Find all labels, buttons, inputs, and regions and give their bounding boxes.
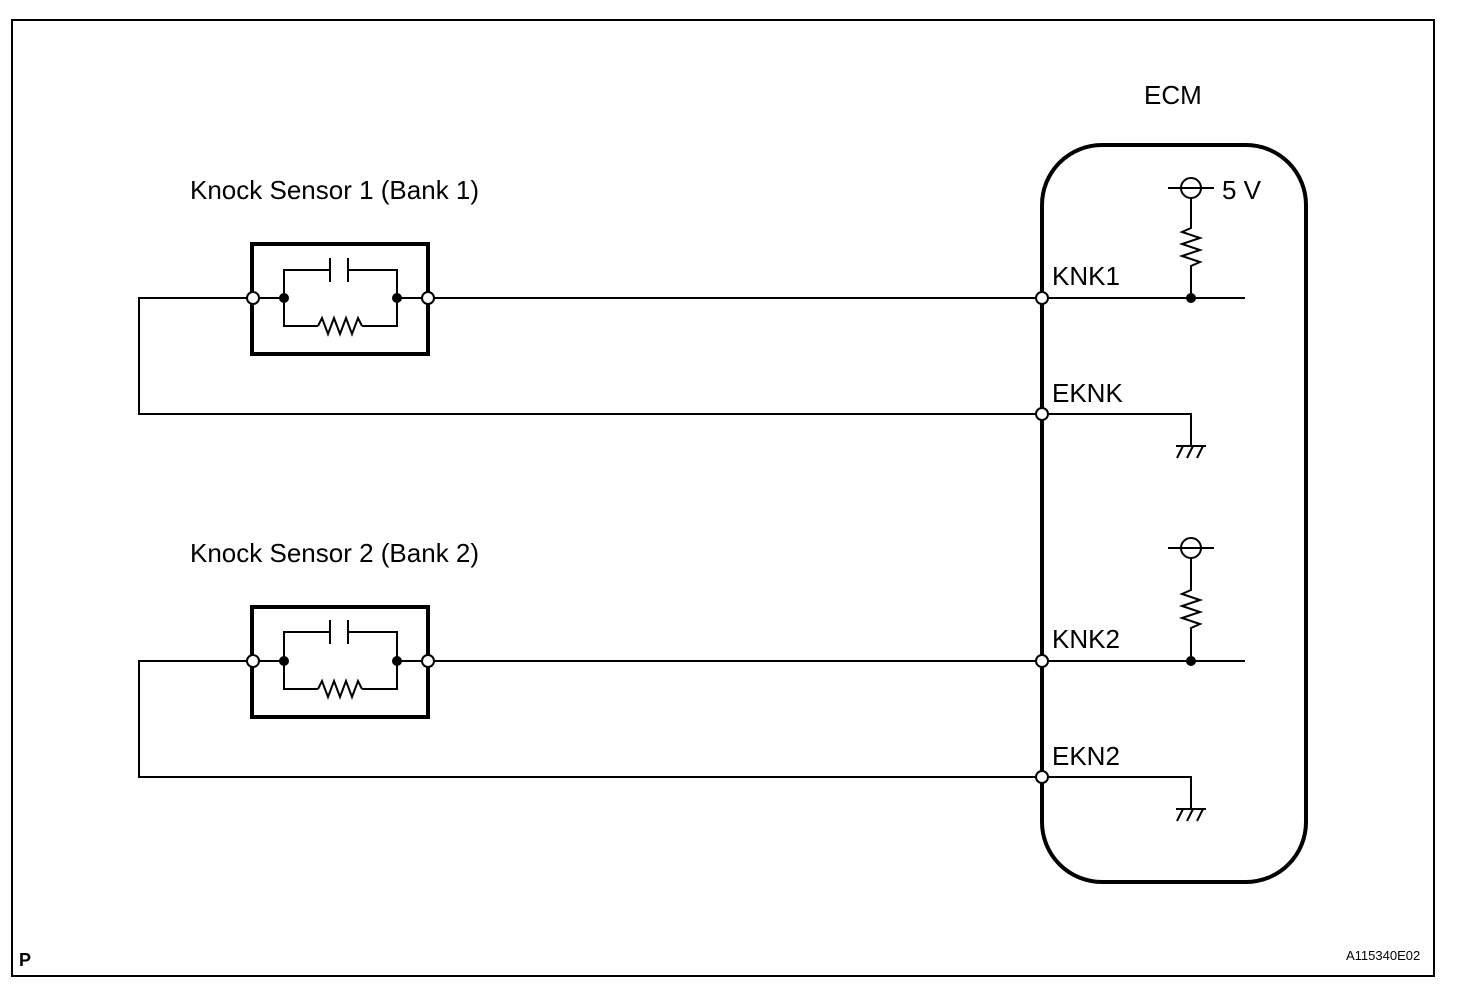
wire-eknk	[138, 297, 1042, 415]
supply-label: 5 V	[1222, 175, 1262, 205]
ground-icon	[1176, 808, 1206, 822]
diagram-frame	[11, 19, 1435, 977]
ecm-box	[1040, 143, 1308, 884]
pin-knk1-label: KNK1	[1052, 261, 1120, 291]
ecm-title: ECM	[1144, 80, 1202, 110]
resistor-symbol	[317, 315, 363, 337]
knock-sensor-1: Knock Sensor 1 (Bank 1)	[190, 175, 479, 356]
pullup-resistor-symbol	[1178, 558, 1204, 661]
knock-sensor-2: Knock Sensor 2 (Bank 2)	[190, 538, 479, 719]
pin-knk2-terminal	[1035, 654, 1049, 668]
sensor-1-label: Knock Sensor 1 (Bank 1)	[190, 175, 479, 205]
ground-icon	[1176, 445, 1206, 459]
pullup-resistor-symbol	[1178, 198, 1204, 298]
page-marker: P	[19, 950, 31, 970]
pin-ekn2-label: EKN2	[1052, 741, 1120, 771]
pin-eknk-terminal	[1035, 407, 1049, 421]
ecm-knk1-circuit: KNK1 5 V	[1035, 175, 1262, 305]
pin-eknk-label: EKNK	[1052, 378, 1123, 408]
pin-knk2-label: KNK2	[1052, 624, 1120, 654]
wire-ekn2	[138, 660, 1042, 778]
sensor-2-label: Knock Sensor 2 (Bank 2)	[190, 538, 479, 568]
ecm-ekn2-circuit: EKN2	[1035, 741, 1206, 822]
pin-knk1-terminal	[1035, 291, 1049, 305]
figure-code: A115340E02	[1346, 948, 1420, 963]
ecm-knk2-circuit: KNK2	[1035, 537, 1245, 668]
capacitor-symbol	[329, 258, 349, 282]
capacitor-symbol	[329, 620, 349, 644]
resistor-symbol	[317, 678, 363, 700]
pin-ekn2-terminal	[1035, 770, 1049, 784]
ecm-eknk-circuit: EKNK	[1035, 378, 1206, 459]
